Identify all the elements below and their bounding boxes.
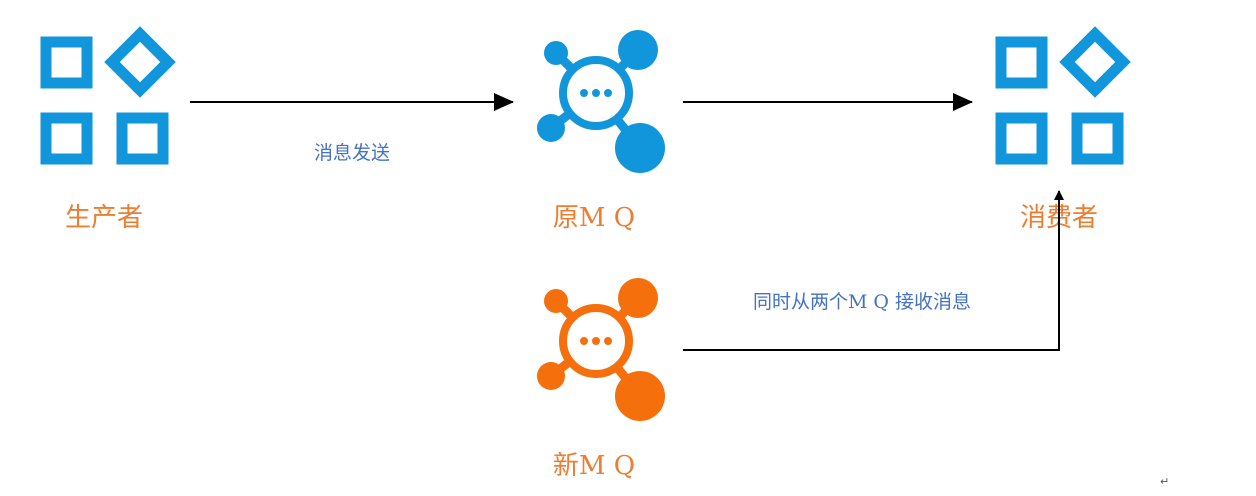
old-mq-label: 原M Q bbox=[553, 203, 635, 233]
new-mq-hub-icon bbox=[537, 278, 665, 421]
send-label: 消息发送 bbox=[314, 142, 390, 164]
consumer-app-grid-icon bbox=[995, 26, 1131, 165]
paragraph-mark: ↵ bbox=[1160, 475, 1169, 488]
producer-label: 生产者 bbox=[65, 203, 143, 233]
new-mq-label: 新M Q bbox=[553, 451, 635, 481]
consume-new-arrow bbox=[683, 190, 1064, 351]
receive-label: 同时从两个M Q 接收消息 bbox=[753, 291, 971, 313]
old-mq-hub-icon bbox=[537, 30, 665, 173]
producer-app-grid-icon bbox=[40, 26, 176, 165]
